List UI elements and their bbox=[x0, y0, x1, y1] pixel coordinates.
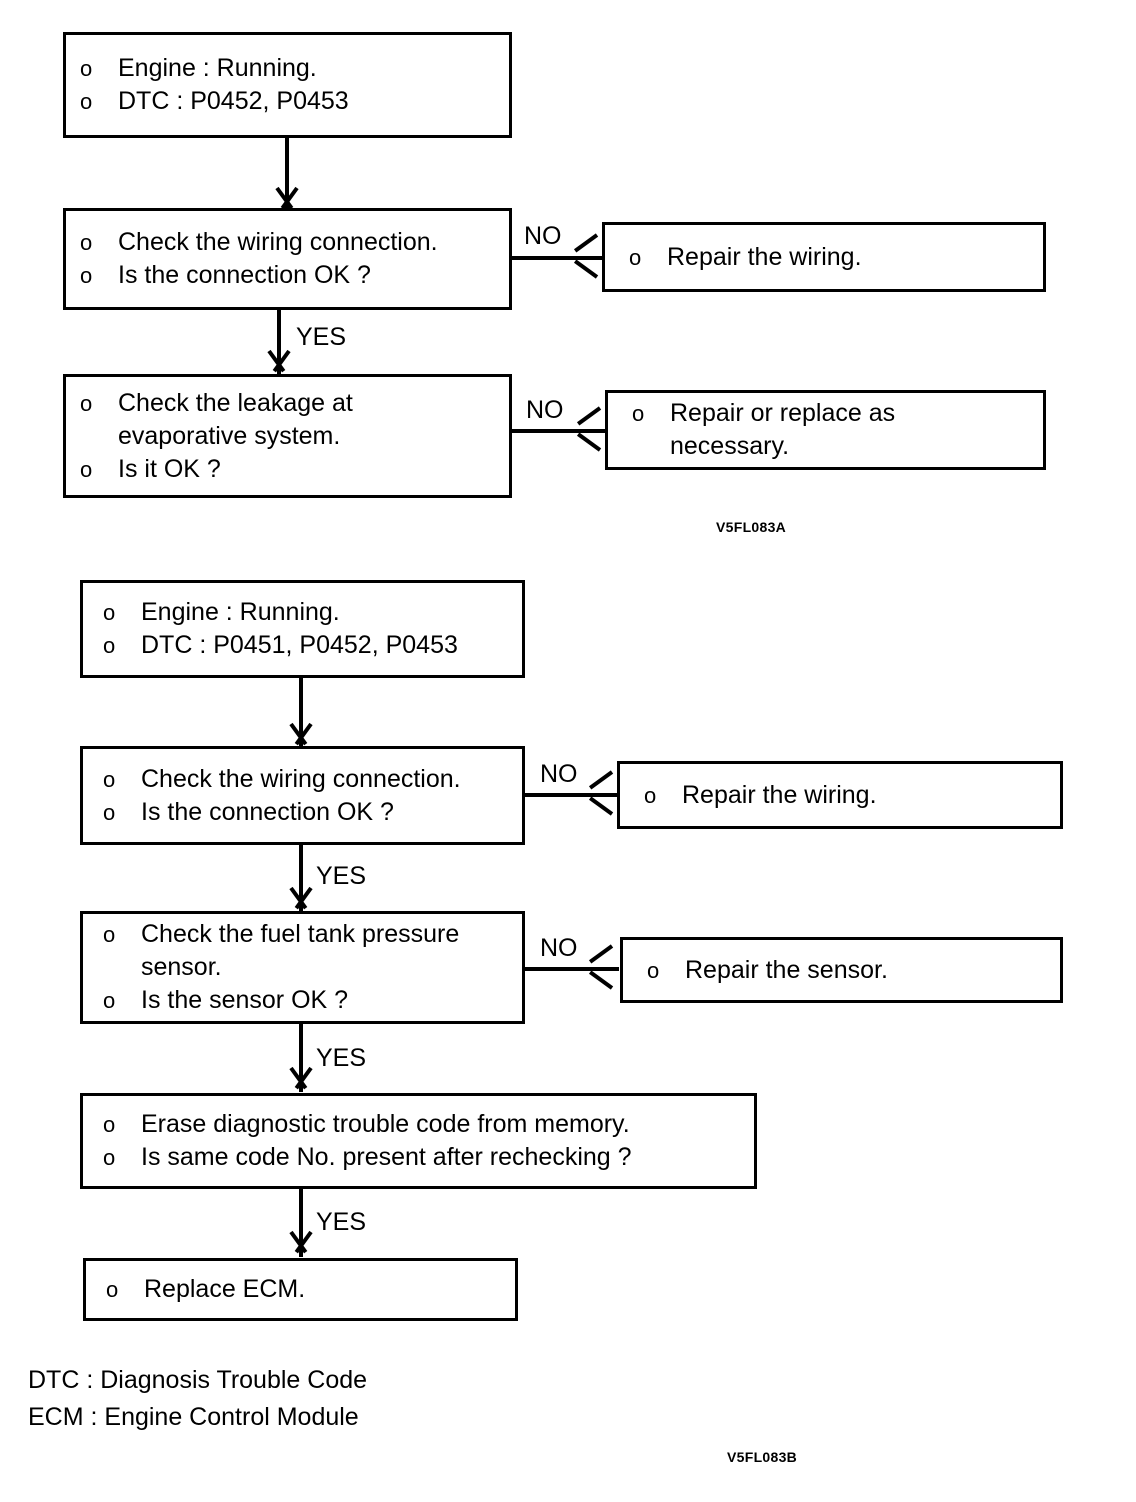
box-a-check-leakage-line2: o Is it OK ? bbox=[80, 454, 221, 483]
bullet-icon: o bbox=[106, 1277, 119, 1302]
box-a-check-leakage-line1-cont: evaporative system. bbox=[118, 421, 341, 450]
box-b-check-sensor-line1-cont: sensor. bbox=[141, 953, 222, 981]
branch-label-a-no-leakage: NO bbox=[526, 396, 564, 424]
bullet-icon: o bbox=[632, 401, 645, 426]
legend-line-dtc: DTC : Diagnosis Trouble Code bbox=[28, 1366, 368, 1394]
box-b-check-sensor: o Check the fuel tank pressure sensor. o… bbox=[80, 911, 525, 1024]
connector-a-start-to-wiring bbox=[285, 138, 289, 214]
box-b-repair-wiring-line1: o Repair the wiring. bbox=[644, 780, 877, 809]
connector-b-sensor-no bbox=[525, 967, 619, 971]
branch-label-b-yes-erase: YES bbox=[316, 1208, 367, 1236]
box-b-start-line2: o DTC : P0451, P0452, P0453 bbox=[103, 631, 458, 659]
branch-label-b-no-sensor: NO bbox=[540, 934, 578, 962]
box-a-repair-wiring-line1: o Repair the wiring. bbox=[629, 242, 862, 271]
connector-a-wiring-no bbox=[512, 256, 604, 260]
box-b-repair-sensor: o Repair the sensor. bbox=[620, 937, 1063, 1003]
box-a-start: o Engine : Running. o DTC : P0452, P0453 bbox=[63, 32, 512, 138]
box-a-start-line1: o Engine : Running. bbox=[80, 54, 317, 82]
box-a-check-wiring: o Check the wiring connection. o Is the … bbox=[63, 208, 512, 310]
box-a-check-wiring-line2: o Is the connection OK ? bbox=[80, 261, 371, 289]
bullet-icon: o bbox=[103, 600, 116, 625]
connector-b-wiring-no bbox=[525, 793, 619, 797]
bullet-icon: o bbox=[80, 89, 93, 114]
box-b-start-line1: o Engine : Running. bbox=[103, 598, 340, 626]
box-b-check-wiring: o Check the wiring connection. o Is the … bbox=[80, 746, 525, 845]
box-b-repair-wiring: o Repair the wiring. bbox=[617, 761, 1063, 829]
connector-b-sensor-yes bbox=[299, 1024, 303, 1092]
box-a-check-wiring-line1: o Check the wiring connection. bbox=[80, 228, 438, 256]
box-b-check-sensor-line1: o Check the fuel tank pressure bbox=[103, 920, 460, 948]
bullet-icon: o bbox=[80, 390, 93, 416]
bullet-icon: o bbox=[103, 922, 116, 947]
branch-label-a-yes-wiring: YES bbox=[296, 323, 347, 351]
bullet-icon: o bbox=[80, 263, 93, 288]
arrow-down-icon bbox=[284, 890, 318, 912]
bullet-icon: o bbox=[80, 456, 93, 482]
connector-a-wiring-yes bbox=[277, 310, 281, 376]
box-a-repair-replace: o Repair or replace as necessary. bbox=[605, 390, 1046, 470]
connector-b-start-to-wiring bbox=[299, 678, 303, 750]
bullet-icon: o bbox=[103, 766, 116, 792]
bullet-icon: o bbox=[644, 782, 657, 808]
box-b-replace-ecm-line1: o Replace ECM. bbox=[106, 1275, 306, 1303]
bullet-icon: o bbox=[647, 957, 660, 983]
box-b-replace-ecm: o Replace ECM. bbox=[83, 1258, 518, 1321]
legend-line-ecm: ECM : Engine Control Module bbox=[28, 1403, 359, 1431]
box-b-erase-code: o Erase diagnostic trouble code from mem… bbox=[80, 1093, 757, 1189]
box-b-repair-sensor-line1: o Repair the sensor. bbox=[647, 955, 888, 984]
box-a-start-line2: o DTC : P0452, P0453 bbox=[80, 87, 349, 115]
connector-b-erase-yes bbox=[299, 1189, 303, 1257]
branch-label-b-yes-wiring: YES bbox=[316, 862, 367, 890]
box-b-check-wiring-line2: o Is the connection OK ? bbox=[103, 797, 394, 826]
bullet-icon: o bbox=[629, 244, 642, 270]
bullet-icon: o bbox=[80, 56, 93, 81]
box-b-check-sensor-line2: o Is the sensor OK ? bbox=[103, 986, 349, 1014]
box-a-repair-replace-line1-cont: necessary. bbox=[670, 432, 790, 460]
branch-label-b-yes-sensor: YES bbox=[316, 1044, 367, 1072]
arrow-down-icon bbox=[284, 1234, 318, 1256]
arrow-down-icon bbox=[284, 1070, 318, 1092]
arrow-down-icon bbox=[262, 353, 296, 375]
connector-a-leakage-no bbox=[512, 429, 607, 433]
bullet-icon: o bbox=[80, 230, 93, 255]
bullet-icon: o bbox=[103, 1112, 116, 1137]
connector-b-wiring-yes bbox=[299, 845, 303, 913]
figure-caption-a: V5FL083A bbox=[716, 519, 787, 535]
arrow-down-icon bbox=[284, 726, 318, 748]
box-a-check-leakage-line1: o Check the leakage at bbox=[80, 388, 353, 417]
box-a-repair-replace-line1: o Repair or replace as bbox=[632, 399, 896, 427]
box-b-check-wiring-line1: o Check the wiring connection. bbox=[103, 764, 461, 793]
box-a-check-leakage: o Check the leakage at evaporative syste… bbox=[63, 374, 512, 498]
figure-caption-b: V5FL083B bbox=[727, 1449, 798, 1465]
bullet-icon: o bbox=[103, 1145, 116, 1170]
branch-label-a-no-wiring: NO bbox=[524, 222, 562, 250]
box-b-erase-code-line1: o Erase diagnostic trouble code from mem… bbox=[103, 1110, 630, 1138]
box-b-start: o Engine : Running. o DTC : P0451, P0452… bbox=[80, 580, 525, 678]
box-b-erase-code-line2: o Is same code No. present after recheck… bbox=[103, 1143, 632, 1171]
bullet-icon: o bbox=[103, 633, 116, 658]
branch-label-b-no-wiring: NO bbox=[540, 760, 578, 788]
box-a-repair-wiring: o Repair the wiring. bbox=[602, 222, 1046, 292]
bullet-icon: o bbox=[103, 799, 116, 825]
bullet-icon: o bbox=[103, 988, 116, 1013]
